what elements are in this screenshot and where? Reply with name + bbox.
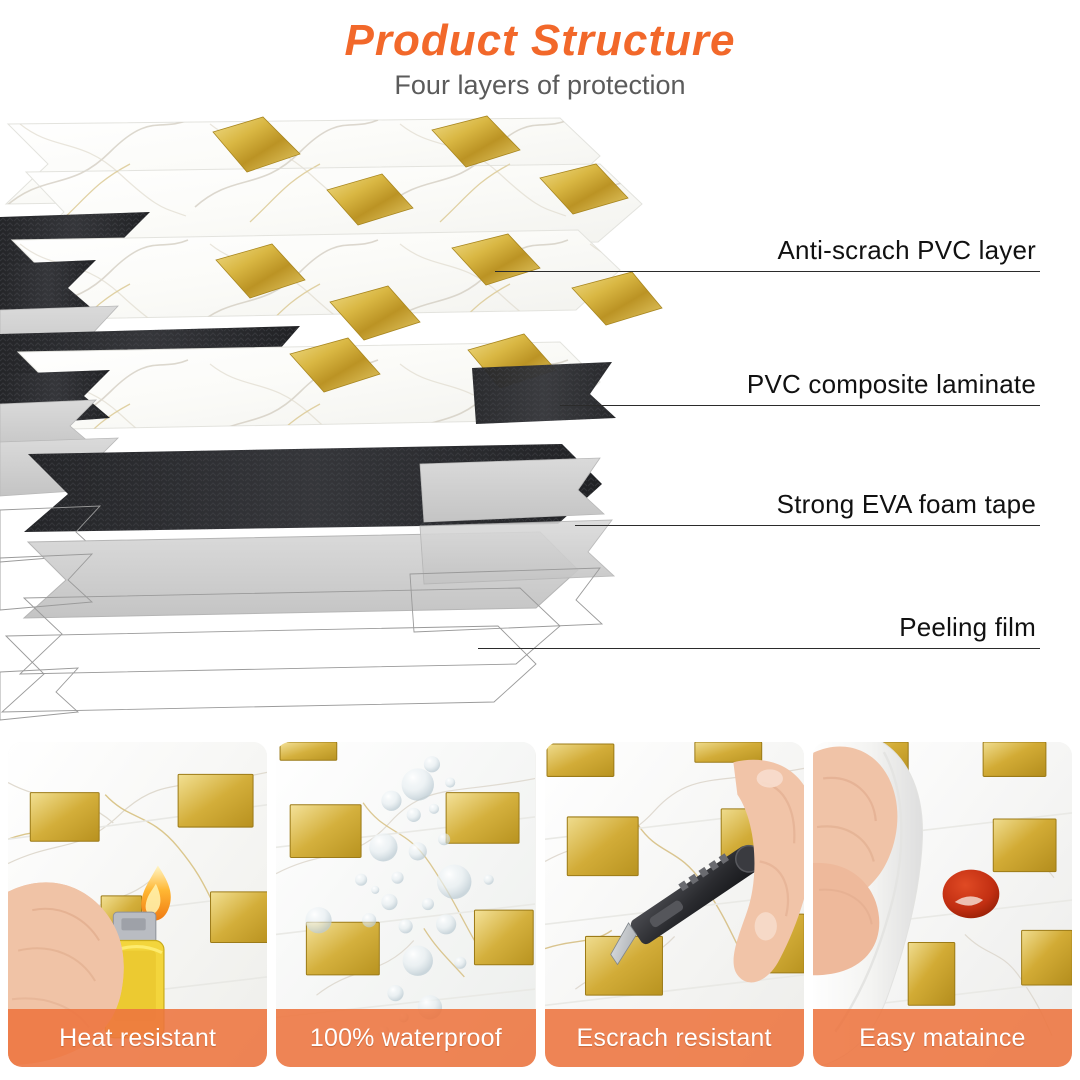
gold-tile (693, 742, 762, 763)
layer-group-eva-foam (0, 305, 616, 455)
layer-diagram: Anti-scrach PVC layer PVC composite lami… (0, 112, 1080, 737)
layer-group-foam-band (0, 437, 605, 532)
gold-accent-diamond (431, 115, 521, 168)
hand (732, 759, 804, 983)
gold-tile (29, 792, 100, 842)
gold-accent-diamond (212, 116, 301, 173)
feature-card-heat-resistant[interactable]: Heat resistant (8, 742, 268, 1067)
header: Product Structure Four layers of protect… (0, 0, 1080, 112)
feature-card-waterproof[interactable]: 100% waterproof (276, 742, 536, 1067)
page-title: Product Structure (344, 16, 736, 65)
callout-label: Peeling film (899, 612, 1036, 642)
layer-group-anti-scratch-pvc (4, 115, 643, 253)
feature-caption: Easy mataince (812, 1009, 1072, 1067)
gold-accent-diamond (215, 243, 306, 299)
callout-pvc-composite-laminate: PVC composite laminate (560, 344, 1040, 408)
gold-tile (289, 804, 362, 858)
red-stain (942, 869, 1000, 919)
gold-accent-diamond (539, 163, 629, 215)
gold-tile (566, 816, 639, 877)
flame-icon (141, 865, 171, 921)
gold-accent-diamond (329, 285, 421, 341)
gold-tile (1020, 929, 1072, 986)
leader-line (575, 525, 1040, 526)
feature-caption: 100% waterproof (276, 1009, 536, 1067)
water-drop-icon (305, 756, 494, 1038)
callout-strong-eva-foam-tape: Strong EVA foam tape (575, 464, 1040, 528)
gold-tile (546, 743, 614, 777)
gold-tile (210, 891, 268, 944)
gold-tile (992, 818, 1057, 873)
gold-accent-diamond (289, 337, 381, 393)
gold-accent-diamond (451, 233, 541, 286)
exploded-layer-illustration (0, 115, 663, 721)
hand (812, 746, 898, 976)
peeling-film-edge (419, 457, 605, 523)
gold-tile (445, 792, 520, 844)
feature-card-row: Heat resistant (0, 742, 1080, 1080)
gold-tile (306, 921, 381, 976)
feature-caption: Heat resistant (8, 1009, 268, 1067)
callout-peeling-film: Peeling film (478, 587, 1040, 651)
gold-tile (279, 742, 338, 761)
leader-line (495, 271, 1040, 272)
gold-tile (177, 773, 254, 828)
callout-label: Strong EVA foam tape (776, 489, 1036, 519)
gold-tile (907, 942, 956, 1006)
layer-group-peeling-film (0, 505, 616, 619)
leader-line (478, 648, 1040, 649)
leader-line (560, 405, 1040, 406)
callout-anti-scratch-pvc: Anti-scrach PVC layer (495, 210, 1040, 274)
feature-card-scratch-resistant[interactable]: Escrach resistant (544, 742, 804, 1067)
feature-card-easy-maintenance[interactable]: Easy mataince (812, 742, 1072, 1067)
page-subtitle: Four layers of protection (394, 70, 686, 101)
gold-tile (474, 909, 534, 966)
gold-accent-diamond (571, 271, 663, 326)
gold-accent-diamond (326, 173, 414, 226)
knife-icon (609, 844, 763, 966)
feature-caption: Escrach resistant (544, 1009, 804, 1067)
gold-tile (982, 742, 1047, 777)
layer-group-pvc-composite (0, 212, 663, 341)
callout-label: Anti-scrach PVC layer (777, 235, 1036, 265)
layer-group-ghost-outlines (0, 553, 604, 721)
callout-label: PVC composite laminate (746, 369, 1036, 399)
